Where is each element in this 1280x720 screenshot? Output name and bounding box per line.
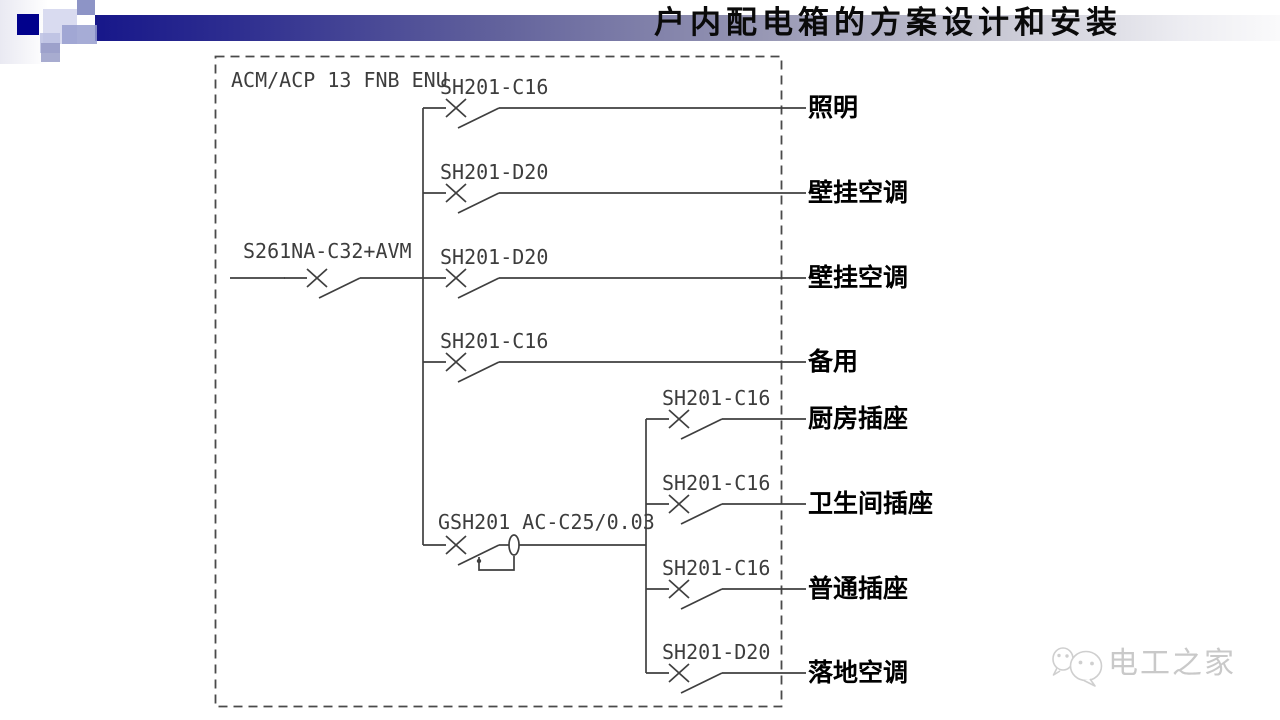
- breaker-floor-ac: [645, 663, 723, 694]
- decor-square-navy: [17, 14, 39, 35]
- breaker-common-socket: [645, 579, 723, 610]
- incoming-breaker-symbol: [283, 268, 361, 299]
- breaker-spare: [422, 352, 500, 383]
- breaker-kitchen-socket: [645, 409, 723, 440]
- breaker-bathroom-socket: [645, 494, 723, 525]
- device-label-wall-ac-2: SH201-D20: [440, 245, 549, 269]
- load-label-spare: 备用: [808, 348, 859, 376]
- device-label-common-socket: SH201-C16: [662, 556, 771, 580]
- diagram-lines: [230, 98, 806, 694]
- load-label-kitchen-socket: 厨房插座: [808, 405, 909, 433]
- device-label-lighting: SH201-C16: [440, 75, 549, 99]
- load-label-wall-ac-1: 壁挂空调: [808, 179, 909, 207]
- rcd-coil-symbol: [508, 534, 520, 556]
- incoming-device-label: S261NA-C32+AVM: [243, 239, 412, 263]
- rcd-trip-linkage: [478, 556, 515, 571]
- device-label-floor-ac: SH201-D20: [662, 640, 771, 664]
- decor-square-mid: [62, 25, 97, 44]
- load-label-wall-ac-2: 壁挂空调: [808, 264, 909, 292]
- watermark-text: 电工之家: [1108, 647, 1236, 680]
- device-label-spare: SH201-C16: [440, 329, 549, 353]
- wechat-icon: [1052, 647, 1103, 687]
- load-label-common-socket: 普通插座: [808, 575, 909, 603]
- decor-square-top: [77, 0, 95, 15]
- decor-square-small-2: [41, 43, 60, 62]
- watermark: 电工之家: [1046, 638, 1236, 690]
- load-label-lighting: 照明: [808, 94, 859, 122]
- slide-title: 户内配电箱的方案设计和安装: [654, 5, 1122, 40]
- breaker-lighting: [422, 98, 500, 129]
- device-label-kitchen-socket: SH201-C16: [662, 386, 771, 410]
- rcd-breaker-symbol: [422, 535, 500, 566]
- breaker-wall-ac-2: [422, 268, 500, 299]
- rcd-device-label: GSH201 AC-C25/0.03: [438, 510, 655, 534]
- device-label-bathroom-socket: SH201-C16: [662, 471, 771, 495]
- title-bar: [95, 15, 1280, 41]
- device-label-wall-ac-1: SH201-D20: [440, 160, 549, 184]
- breaker-wall-ac-1: [422, 183, 500, 214]
- load-label-bathroom-socket: 卫生间插座: [808, 490, 934, 518]
- panel-boundary: [214, 55, 783, 708]
- panel-model-label: ACM/ACP 13 FNB ENU: [231, 68, 448, 92]
- load-label-floor-ac: 落地空调: [808, 659, 909, 687]
